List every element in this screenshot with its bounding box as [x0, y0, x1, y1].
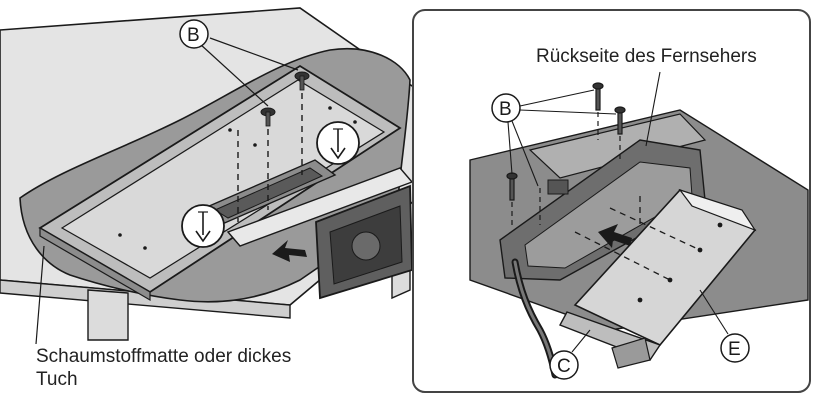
insert-arrow-right — [598, 224, 632, 248]
tv-holes — [118, 106, 357, 250]
insert-arrow-left — [272, 240, 307, 262]
foam-mat-pointer — [35, 245, 45, 345]
callout-circle-b-left — [179, 19, 209, 49]
bracket-foot — [611, 337, 651, 369]
callout-line-b-right-4 — [511, 120, 539, 187]
screw-b-2 — [294, 71, 310, 91]
callout-line-e — [699, 289, 729, 335]
callout-e-text: E — [728, 339, 741, 360]
callout-line-c — [571, 329, 591, 353]
callout-c-text: C — [557, 356, 571, 377]
callout-line-b-right-3 — [507, 121, 513, 175]
callout-line-b-right-1 — [519, 89, 595, 107]
callout-line-b — [199, 43, 269, 107]
tv-back-panel — [60, 79, 386, 279]
detail-screws — [506, 82, 626, 201]
callout-b-left-text: B — [187, 25, 200, 46]
direction-magnifier-1 — [316, 121, 360, 165]
callout-line-b-2 — [209, 37, 299, 71]
callout-circle-c — [549, 350, 579, 380]
callout-b-right-text: B — [499, 99, 512, 120]
direction-magnifier-2 — [181, 204, 225, 248]
table-leg — [87, 289, 129, 341]
callout-line-b-right-2 — [519, 109, 617, 115]
right-detail-panel: B C E — [412, 9, 811, 393]
tv-back-raised — [528, 113, 707, 179]
foam-mat-label-line2: Tuch — [36, 369, 78, 390]
callout-circle-b-right — [491, 93, 521, 123]
callout-circle-e — [720, 333, 750, 363]
foam-mat-label-line1: Schaumstoffmatte oder dickes — [36, 346, 292, 367]
bracket-holes — [637, 222, 723, 303]
stand-base-hub — [351, 231, 381, 261]
detail-screw-guides — [511, 112, 621, 228]
screw-guide-lines — [237, 82, 303, 222]
tv-back-label: Rückseite des Fernsehers — [536, 46, 757, 67]
alignment-lines — [574, 196, 701, 281]
bracket-e-lip — [678, 188, 757, 232]
tv-clip — [547, 179, 569, 195]
left-illustration: B — [0, 7, 416, 345]
tv-back-pointer — [645, 71, 661, 147]
tv-edge — [39, 226, 151, 302]
screw-b-1 — [260, 107, 276, 127]
stand-bracket-slot-inner — [213, 167, 324, 219]
